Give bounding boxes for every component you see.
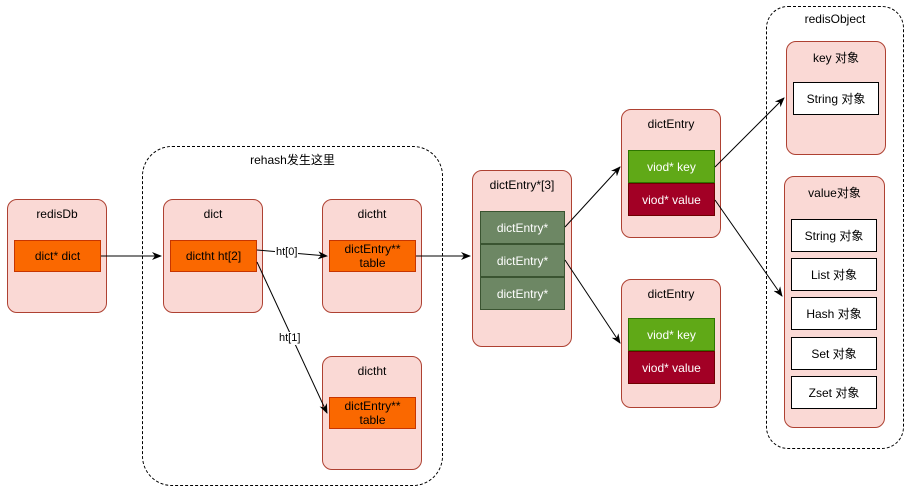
dict-entry-bottom-value[interactable]: viod* value: [628, 351, 715, 384]
redisdb-dict-field[interactable]: dict* dict: [14, 240, 101, 272]
dictht-1-title: dictht: [357, 364, 387, 378]
dict-entry-bottom-title: dictEntry: [647, 287, 695, 301]
key-object-title: key 对象: [812, 51, 859, 65]
redis-object-group-label: redisObject: [804, 12, 866, 26]
dict-title: dict: [203, 207, 223, 221]
redisdb-title: redisDb: [36, 207, 78, 221]
entry-array-item[interactable]: dictEntry*: [480, 211, 565, 244]
edge-entry-0-to-dict-entry-top: [564, 166, 621, 228]
dictht-0-table-field[interactable]: dictEntry** table: [329, 240, 416, 272]
value-type-item[interactable]: Zset 对象: [791, 376, 877, 409]
redis-object-group: [766, 6, 904, 449]
entry-array-item[interactable]: dictEntry*: [480, 277, 565, 310]
entry-array-item[interactable]: dictEntry*: [480, 244, 565, 277]
edge-key-to-key-object: [714, 97, 785, 168]
dict-entry-top-title: dictEntry: [647, 117, 695, 131]
dict-entry-bottom-key[interactable]: viod* key: [628, 318, 715, 351]
dictht-1-table-field[interactable]: dictEntry** table: [329, 397, 416, 429]
dictht-0-title: dictht: [357, 207, 387, 221]
value-object-title: value对象: [808, 186, 861, 200]
dict-entry-top-value[interactable]: viod* value: [628, 183, 715, 216]
rehash-group-label: rehash发生这里: [250, 153, 335, 167]
key-object-string-type[interactable]: String 对象: [793, 82, 879, 115]
dict-ht-field[interactable]: dictht ht[2]: [170, 240, 257, 272]
dict-entry-top-key[interactable]: viod* key: [628, 150, 715, 183]
value-type-item[interactable]: Hash 对象: [791, 297, 877, 330]
value-type-item[interactable]: Set 对象: [791, 337, 877, 370]
edge-label-ht0: ht[0]: [275, 246, 299, 259]
edge-label-ht1: ht[1]: [278, 332, 302, 345]
entry-array-title: dictEntry*[3]: [489, 178, 555, 192]
value-type-item[interactable]: String 对象: [791, 219, 877, 252]
value-type-item[interactable]: List 对象: [791, 258, 877, 291]
rehash-group: [142, 146, 443, 486]
edge-value-to-value-object: [714, 199, 783, 297]
edge-entry-1-to-dict-entry-bottom: [564, 259, 621, 344]
